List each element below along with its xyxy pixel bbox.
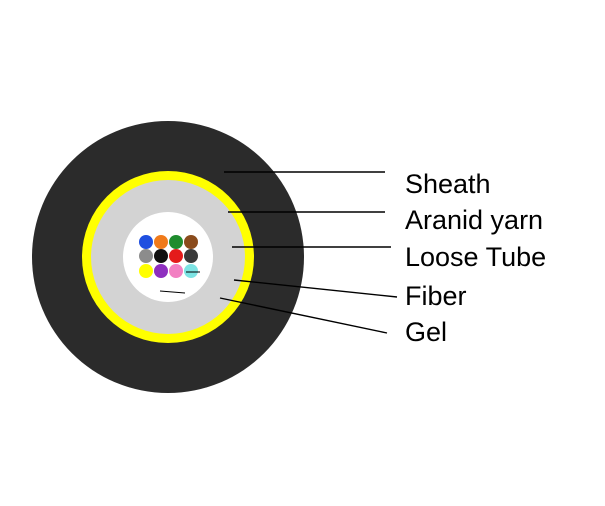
- fiber-violet: [154, 264, 168, 278]
- fiber-blue: [139, 235, 153, 249]
- label-sheath: Sheath: [405, 169, 491, 199]
- fiber-gray: [139, 249, 153, 263]
- label-fiber: Fiber: [405, 281, 467, 311]
- fiber-red: [169, 249, 183, 263]
- fiber-dark-gray: [184, 249, 198, 263]
- gel-pointer-segment: [159, 290, 186, 294]
- label-loose-tube: Loose Tube: [405, 242, 546, 272]
- fiber-pink: [169, 264, 183, 278]
- fiber-bundle: [139, 235, 198, 278]
- gel-leader-line: [219, 297, 388, 334]
- fiber-yellow: [139, 264, 153, 278]
- fiber-green: [169, 235, 183, 249]
- label-gel: Gel: [405, 317, 447, 347]
- fiber-leader-line: [233, 279, 398, 298]
- fiber-brown: [184, 235, 198, 249]
- fiber-black: [154, 249, 168, 263]
- fiber-aqua: [184, 264, 198, 278]
- gel-core: [123, 212, 213, 302]
- label-aramid-yarn: Aranid yarn: [405, 205, 543, 235]
- fiber-orange: [154, 235, 168, 249]
